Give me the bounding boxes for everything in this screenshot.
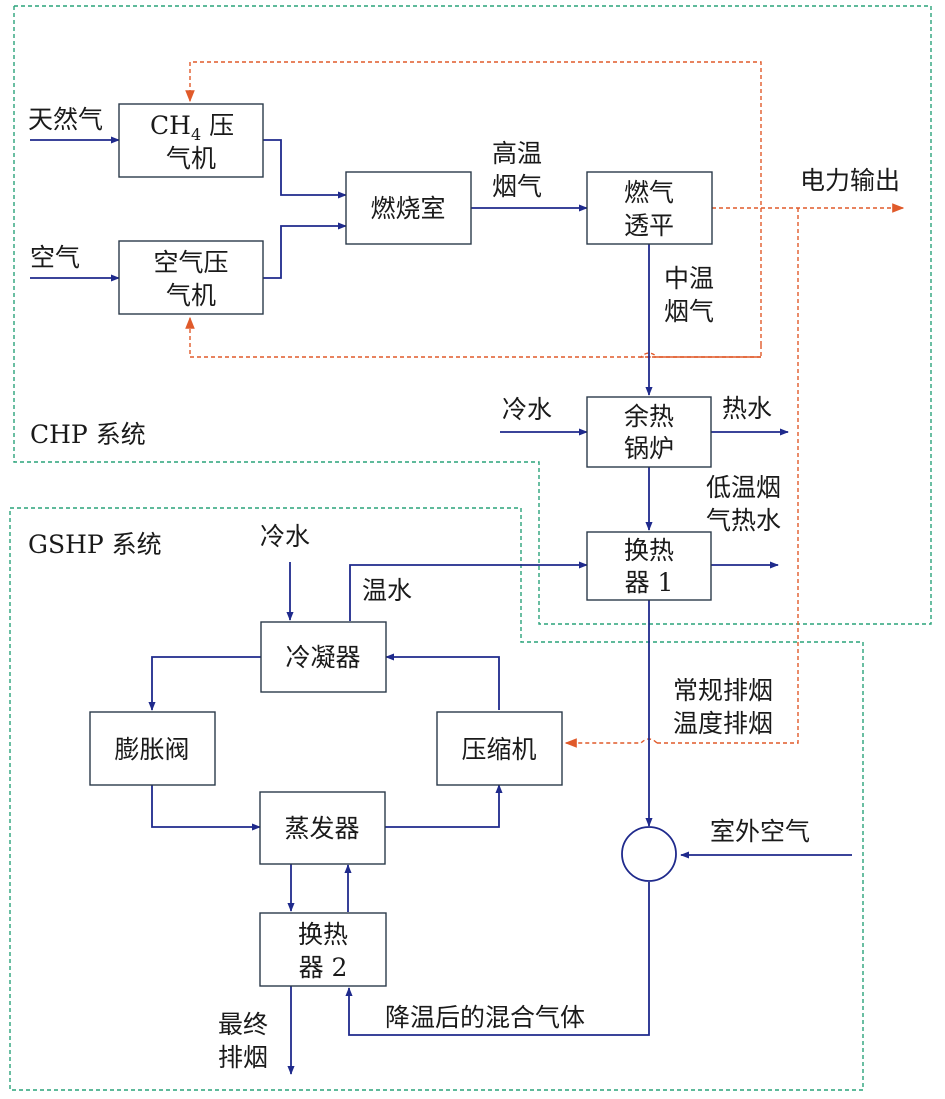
heat-exchanger-2-label-line1: 换热 bbox=[298, 920, 348, 949]
high-temp-flue-label-line1: 高温 bbox=[492, 139, 542, 168]
combustor-label: 燃烧室 bbox=[370, 194, 445, 223]
ch4-compressor-label-ch: CH bbox=[150, 111, 191, 140]
compressor-box: 压缩机 bbox=[436, 711, 563, 786]
air-compressor-label-line1: 空气压 bbox=[153, 248, 228, 277]
heat-exchanger-1-label-line2: 器 1 bbox=[625, 568, 674, 597]
cold-water-gshp-label: 冷水 bbox=[260, 522, 310, 551]
mid-temp-flue-label-line2: 烟气 bbox=[664, 297, 714, 326]
gas-turbine-label-line2: 透平 bbox=[624, 211, 674, 240]
air-compressor-box: 空气压 气机 bbox=[118, 240, 264, 315]
expansion-valve-box: 膨胀阀 bbox=[89, 711, 216, 786]
gas-turbine-box: 燃气 透平 bbox=[586, 171, 713, 245]
cooled-mixed-gas-label: 降温后的混合气体 bbox=[385, 1003, 585, 1032]
waste-heat-boiler-label-line1: 余热 bbox=[624, 402, 674, 431]
compressor-to-condenser-arrow bbox=[385, 653, 500, 710]
power-line-crossing-hop bbox=[639, 345, 762, 358]
gshp-system-label: GSHP 系统 bbox=[28, 530, 162, 559]
condenser-box: 冷凝器 bbox=[260, 621, 387, 693]
high-temp-flue-label-line2: 烟气 bbox=[492, 172, 542, 201]
outdoor-air-label: 室外空气 bbox=[710, 817, 810, 846]
power-line-air-compressor bbox=[185, 316, 761, 358]
hot-water-label: 热水 bbox=[722, 394, 772, 423]
svg-text:CH4 压: CH4 压 bbox=[150, 111, 234, 144]
final-exhaust-label-line2: 排烟 bbox=[218, 1043, 268, 1072]
low-temp-flue-hot-water-label-line1: 低温烟 bbox=[706, 473, 781, 502]
combustor-box: 燃烧室 bbox=[345, 171, 472, 245]
cold-water-chp-label: 冷水 bbox=[502, 395, 552, 424]
evaporator-label: 蒸发器 bbox=[284, 814, 359, 843]
warm-water-to-hx1-arrow bbox=[349, 561, 588, 621]
condenser-to-valve-arrow bbox=[148, 656, 261, 711]
air-label: 空气 bbox=[30, 243, 80, 272]
ch4-to-combustor-arrow bbox=[263, 139, 347, 199]
waste-heat-boiler-box: 余热 锅炉 bbox=[586, 396, 712, 468]
heat-exchanger-2-label-line2: 器 2 bbox=[299, 953, 348, 982]
ch4-compressor-box: CH4 压 气机 bbox=[118, 103, 264, 178]
heat-exchanger-2-box: 换热 器 2 bbox=[259, 912, 387, 987]
low-temp-flue-hot-water-label-line2: 气热水 bbox=[706, 506, 781, 535]
air-to-combustor-arrow bbox=[263, 222, 347, 279]
waste-heat-boiler-label-line2: 锅炉 bbox=[624, 434, 674, 463]
chp-system-label: CHP 系统 bbox=[30, 420, 146, 449]
ch4-compressor-label-line2: 气机 bbox=[166, 144, 216, 173]
air-compressor-label-line2: 气机 bbox=[166, 281, 216, 310]
warm-water-label: 温水 bbox=[362, 576, 412, 605]
normal-exhaust-label-line2: 温度排烟 bbox=[673, 709, 773, 738]
chp-system-boundary bbox=[13, 5, 932, 625]
ch4-compressor-label-sub: 4 bbox=[191, 125, 201, 144]
final-exhaust-label-line1: 最终 bbox=[218, 1010, 268, 1039]
mixed-gas-to-hx2-arrow bbox=[345, 882, 650, 1036]
ch4-compressor-label-tail: 压 bbox=[201, 111, 234, 140]
gas-turbine-label-line1: 燃气 bbox=[624, 178, 674, 207]
heat-exchanger-1-box: 换热 器 1 bbox=[586, 531, 712, 601]
gshp-system-boundary bbox=[9, 507, 864, 1091]
expansion-valve-label: 膨胀阀 bbox=[114, 735, 189, 764]
power-output-label: 电力输出 bbox=[800, 166, 900, 195]
condenser-label: 冷凝器 bbox=[285, 643, 360, 672]
evaporator-box: 蒸发器 bbox=[259, 791, 386, 865]
power-line-compressor-hop bbox=[564, 738, 658, 748]
mid-temp-flue-label-line1: 中温 bbox=[664, 264, 714, 293]
compressor-label: 压缩机 bbox=[461, 735, 536, 764]
natural-gas-label: 天然气 bbox=[28, 105, 103, 134]
normal-exhaust-label-line1: 常规排烟 bbox=[673, 676, 773, 705]
heat-exchanger-1-label-line1: 换热 bbox=[624, 536, 674, 565]
power-line-ch4-compressor bbox=[185, 61, 762, 345]
valve-to-evaporator-arrow bbox=[151, 785, 261, 831]
power-line-compressor bbox=[657, 208, 799, 744]
evaporator-to-compressor-arrow bbox=[385, 784, 503, 828]
mixer-node bbox=[621, 826, 677, 882]
